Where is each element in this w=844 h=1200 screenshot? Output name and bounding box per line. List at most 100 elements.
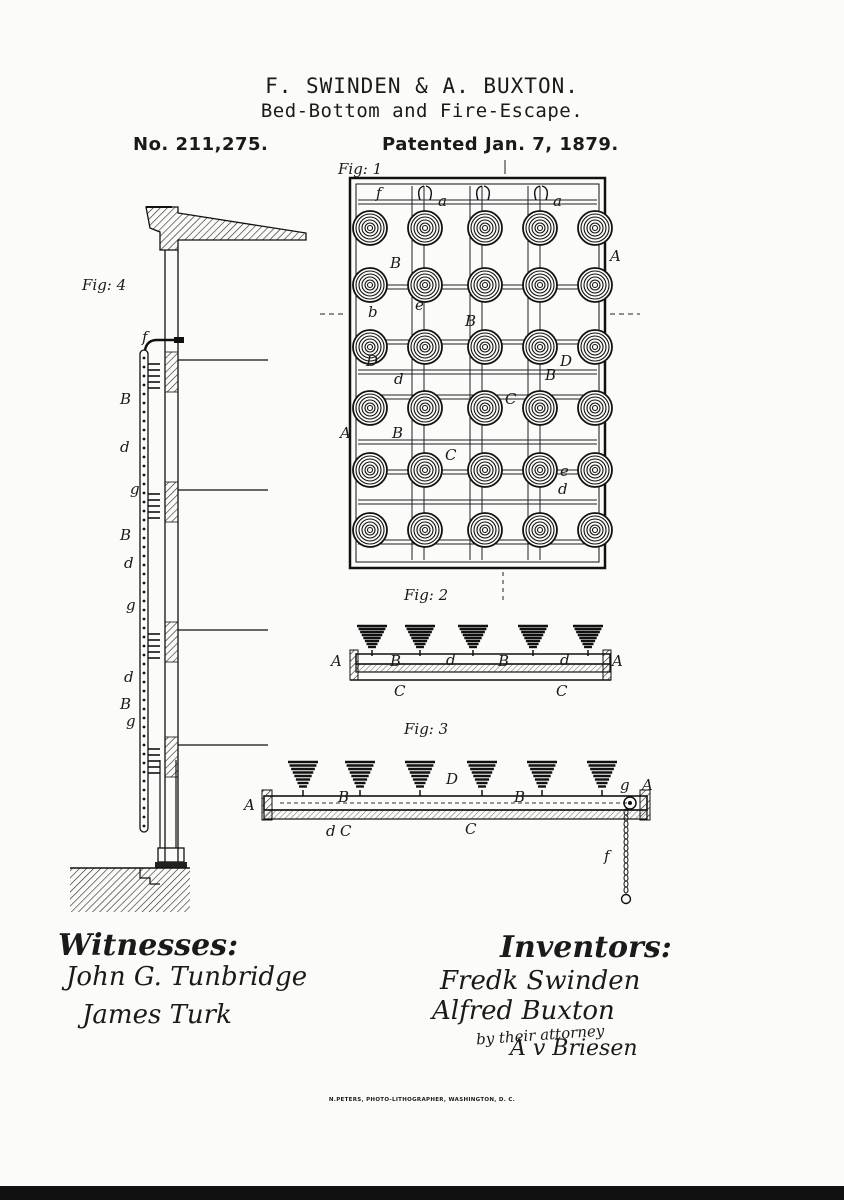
ref-letter-b: b bbox=[368, 303, 378, 321]
ref-letter-C: C bbox=[505, 390, 517, 408]
ladder-rung bbox=[142, 491, 146, 495]
spring-coil bbox=[361, 399, 379, 417]
ladder-rung bbox=[142, 698, 146, 702]
spring-coil bbox=[407, 267, 443, 303]
cone-spring bbox=[467, 760, 497, 796]
spring-coil bbox=[528, 396, 552, 420]
ref-letter-g: g bbox=[126, 596, 136, 614]
ref-letter-B: B bbox=[498, 652, 510, 670]
spring-coil bbox=[589, 222, 601, 234]
cone-spring bbox=[357, 624, 387, 656]
spring-coil bbox=[413, 273, 437, 297]
spring-coil bbox=[481, 224, 489, 232]
fig3-hanging-chain bbox=[623, 808, 629, 894]
ref-letter-g: g bbox=[130, 480, 140, 498]
spiral-spring bbox=[467, 452, 503, 488]
spiral-spring bbox=[467, 512, 503, 548]
spring-coil bbox=[366, 343, 374, 351]
ladder-rung bbox=[142, 509, 146, 513]
spring-coil bbox=[476, 276, 494, 294]
cone-spring bbox=[405, 624, 435, 656]
spiral-spring bbox=[352, 512, 388, 548]
spring-coil bbox=[536, 281, 544, 289]
spring-coil bbox=[470, 270, 500, 300]
spring-coil bbox=[361, 276, 379, 294]
spring-coil bbox=[522, 210, 558, 246]
ref-letter-d: d bbox=[124, 668, 134, 686]
chain-link bbox=[623, 844, 629, 852]
spring-coil bbox=[419, 279, 431, 291]
ladder-rung bbox=[142, 734, 146, 738]
spring-coil bbox=[358, 396, 382, 420]
fig3-pulley bbox=[623, 796, 637, 810]
ladder-rung bbox=[142, 815, 146, 819]
chain-link bbox=[623, 880, 629, 888]
spring-coil bbox=[479, 402, 491, 414]
spring-coil bbox=[589, 402, 601, 414]
ref-letter-f: f bbox=[376, 184, 382, 202]
spring-coil bbox=[416, 338, 434, 356]
spring-coil bbox=[525, 393, 555, 423]
spring-coil bbox=[364, 464, 376, 476]
spring-coil bbox=[467, 210, 503, 246]
spring-coil bbox=[358, 518, 382, 542]
spiral-spring bbox=[577, 452, 613, 488]
spring-coil bbox=[580, 515, 610, 545]
spring-coil bbox=[419, 341, 431, 353]
spring-coil bbox=[470, 515, 500, 545]
spring-coil bbox=[361, 521, 379, 539]
ladder-rung bbox=[142, 464, 146, 468]
floor-slab bbox=[164, 481, 179, 523]
ladder-rung bbox=[142, 500, 146, 504]
ladder-rung bbox=[142, 410, 146, 414]
spiral-spring bbox=[352, 329, 388, 365]
spring-coil bbox=[479, 464, 491, 476]
chain-link bbox=[623, 868, 629, 876]
spring-coil bbox=[481, 281, 489, 289]
spring-coil bbox=[419, 464, 431, 476]
spring-coil bbox=[419, 402, 431, 414]
spring-coil bbox=[536, 343, 544, 351]
spring-coil bbox=[536, 404, 544, 412]
fig4-ladder bbox=[139, 349, 149, 833]
spring-coil bbox=[586, 461, 604, 479]
ref-letter-D: D bbox=[446, 770, 459, 788]
spring-coil bbox=[583, 216, 607, 240]
ref-letter-A: A bbox=[610, 247, 621, 265]
spring-coil bbox=[470, 393, 500, 423]
spring-coil bbox=[589, 464, 601, 476]
spring-coil bbox=[528, 458, 552, 482]
spring-coil bbox=[407, 210, 443, 246]
spring-coil bbox=[481, 526, 489, 534]
spring-coil bbox=[583, 518, 607, 542]
spring-coil bbox=[476, 219, 494, 237]
spring-coil bbox=[364, 402, 376, 414]
chain-link bbox=[623, 874, 629, 882]
inventor-signature-1: Fredk Swinden bbox=[440, 966, 641, 996]
ref-letter-a: a bbox=[553, 192, 562, 210]
ladder-rung bbox=[142, 680, 146, 684]
ladder-rung bbox=[142, 554, 146, 558]
inventors-heading: Inventors: bbox=[500, 930, 672, 965]
fig4-ladder-rungs bbox=[142, 356, 146, 828]
ref-letter-d: d bbox=[120, 438, 130, 456]
spring-coil bbox=[577, 329, 613, 365]
ladder-rung bbox=[142, 374, 146, 378]
spring-coil bbox=[416, 219, 434, 237]
fig2-right-end bbox=[602, 649, 612, 681]
figure-4-elevation bbox=[70, 206, 307, 912]
spring-coil bbox=[413, 518, 437, 542]
spring-coil bbox=[531, 338, 549, 356]
spring-coil bbox=[522, 452, 558, 488]
ladder-rung bbox=[142, 608, 146, 612]
ref-letter-d: d bbox=[446, 651, 456, 669]
spring-coil bbox=[531, 461, 549, 479]
spring-coil bbox=[580, 393, 610, 423]
spring-coil bbox=[577, 512, 613, 548]
spring-coil bbox=[591, 224, 599, 232]
spiral-spring bbox=[407, 210, 443, 246]
ref-letter-B: B bbox=[338, 788, 350, 806]
ref-letter-B: B bbox=[514, 788, 526, 806]
ladder-rung bbox=[142, 356, 146, 360]
ref-letter-C: C bbox=[465, 820, 477, 838]
